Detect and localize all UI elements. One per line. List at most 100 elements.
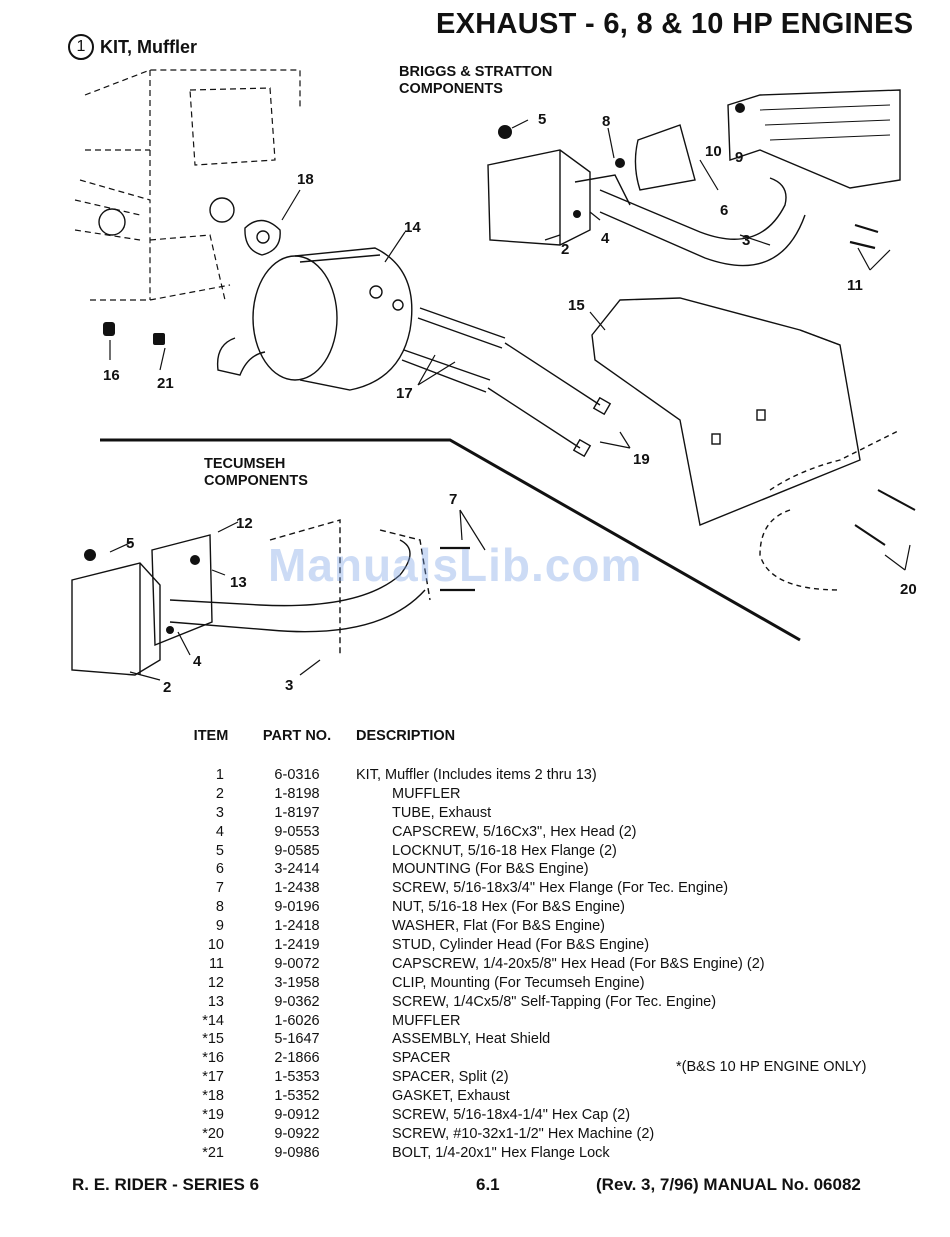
tecumseh-muffler-shape: [71, 562, 161, 676]
row-description: ASSEMBLY, Heat Shield: [392, 1031, 551, 1048]
callout-numbers: 5 8 10 9 6 4 2 3 11 18 14 15 16 21 17 19…: [103, 111, 917, 696]
tecumseh-exhaust-tube: [169, 539, 426, 633]
callout-7: 7: [449, 491, 457, 508]
row-part-no: 9-0922: [274, 1125, 320, 1142]
callout-9: 9: [735, 149, 743, 166]
row-description: MOUNTING (For B&S Engine): [392, 861, 589, 878]
header-item: ITEM: [193, 728, 229, 744]
callout-5b: 5: [126, 535, 134, 552]
row-part-no: 9-0986: [274, 1144, 320, 1161]
row-description: GASKET, Exhaust: [392, 1088, 510, 1105]
row-part-no: 9-0553: [274, 823, 320, 840]
callout-16: 16: [103, 367, 120, 384]
footer-series: R. E. RIDER - SERIES 6: [72, 1175, 260, 1194]
header-description: DESCRIPTION: [356, 728, 456, 744]
row-item: 7: [215, 880, 224, 897]
row-description: NUT, 5/16-18 Hex (For B&S Engine): [392, 899, 625, 916]
row-description: MUFFLER: [392, 1012, 461, 1029]
table-row: *16 2-1866 SPACER: [180, 1049, 765, 1068]
row-description: SCREW, 5/16-18x3/4" Hex Flange (For Tec.…: [392, 880, 729, 897]
row-item: 1: [215, 767, 224, 783]
row-description: SPACER, Split (2): [392, 1069, 509, 1086]
briggs-exhaust-tube: [599, 177, 806, 267]
callout-3: 3: [742, 232, 750, 249]
row-part-no: 1-6026: [274, 1012, 320, 1029]
footer-manual-number: (Rev. 3, 7/96) MANUAL No. 06082: [596, 1175, 861, 1194]
row-part-no: 9-0362: [274, 993, 320, 1010]
table-header: ITEM PART NO. DESCRIPTION: [180, 728, 765, 744]
callout-6: 6: [720, 202, 728, 219]
briggs-muffler-shape: [487, 149, 631, 246]
callout-leader-lines: [109, 119, 911, 681]
spacer-tubes: [401, 307, 506, 393]
row-part-no: 1-8197: [274, 804, 320, 821]
callout-13: 13: [230, 574, 247, 591]
row-part-no: 9-0912: [274, 1107, 320, 1124]
mounting-bracket-shape: [634, 124, 696, 191]
row-description: SCREW, 1/4Cx5/8" Self-Tapping (For Tec. …: [392, 993, 717, 1010]
callout-8: 8: [602, 113, 610, 130]
row-description: SCREW, 5/16-18x4-1/4" Hex Cap (2): [392, 1107, 631, 1124]
briggs-components-label: BRIGGS & STRATTON COMPONENTS: [399, 64, 553, 97]
row-description: CAPSCREW, 1/4-20x5/8" Hex Head (For B&S …: [392, 955, 765, 972]
kit-label: KIT, Muffler: [100, 36, 197, 57]
row-description: TUBE, Exhaust: [392, 804, 492, 821]
row-item: *18: [202, 1088, 224, 1105]
footer-page-number: 6.1: [476, 1175, 500, 1194]
row-part-no: 1-5352: [274, 1088, 320, 1105]
row-description: BOLT, 1/4-20x1" Hex Flange Lock: [392, 1144, 610, 1161]
table-row: *14 1-6026 MUFFLER: [180, 1012, 765, 1031]
gasket-shape: [244, 219, 281, 256]
row-description: STUD, Cylinder Head (For B&S Engine): [392, 937, 650, 954]
row-part-no: 3-2414: [274, 861, 320, 878]
engine-note: *(B&S 10 HP ENGINE ONLY): [676, 1059, 867, 1075]
callout-17: 17: [396, 385, 413, 402]
table-row: 6 3-2414 MOUNTING (For B&S Engine): [180, 860, 765, 879]
row-item: *14: [202, 1012, 224, 1029]
row-part-no: 1-2419: [274, 937, 320, 954]
callout-20: 20: [900, 581, 917, 598]
row-description: KIT, Muffler (Includes items 2 thru 13): [356, 767, 597, 783]
tecumseh-engine-outline: [269, 519, 431, 655]
row-description: MUFFLER: [392, 785, 461, 802]
row-part-no: 3-1958: [274, 974, 320, 991]
row-item: 4: [215, 823, 224, 840]
row-part-no: 1-2418: [274, 918, 320, 935]
row-item: 6: [215, 861, 224, 878]
briggs-engine-outline: [727, 89, 901, 189]
row-part-no: 9-0585: [274, 842, 320, 859]
row-item: *16: [202, 1050, 224, 1067]
table-row: *19 9-0912 SCREW, 5/16-18x4-1/4" Hex Cap (…: [180, 1106, 765, 1125]
row-item: 13: [207, 993, 224, 1010]
tecumseh-components-label: TECUMSEH COMPONENTS: [204, 456, 308, 489]
row-item: *17: [202, 1069, 224, 1086]
header-part-no: PART NO.: [262, 728, 332, 744]
row-item: 11: [208, 955, 224, 972]
row-part-no: 2-1866: [274, 1050, 320, 1067]
row-description: SPACER: [392, 1050, 451, 1067]
table-row: *18 1-5352 GASKET, Exhaust: [180, 1087, 765, 1106]
row-item: *19: [202, 1107, 224, 1124]
row-item: 8: [215, 899, 224, 916]
tecumseh-clip-shape: [151, 534, 213, 647]
table-row: 13 9-0362 SCREW, 1/4Cx5/8" Self-Tapping (F…: [180, 993, 765, 1012]
callout-14: 14: [404, 219, 421, 236]
row-description: LOCKNUT, 5/16-18 Hex Flange (2): [392, 842, 617, 859]
nut-8-shape: [615, 158, 625, 168]
row-part-no: 1-8198: [274, 785, 320, 802]
watermark: ManualsLib.com: [268, 539, 643, 591]
kit-number-badge: 1: [68, 34, 94, 60]
